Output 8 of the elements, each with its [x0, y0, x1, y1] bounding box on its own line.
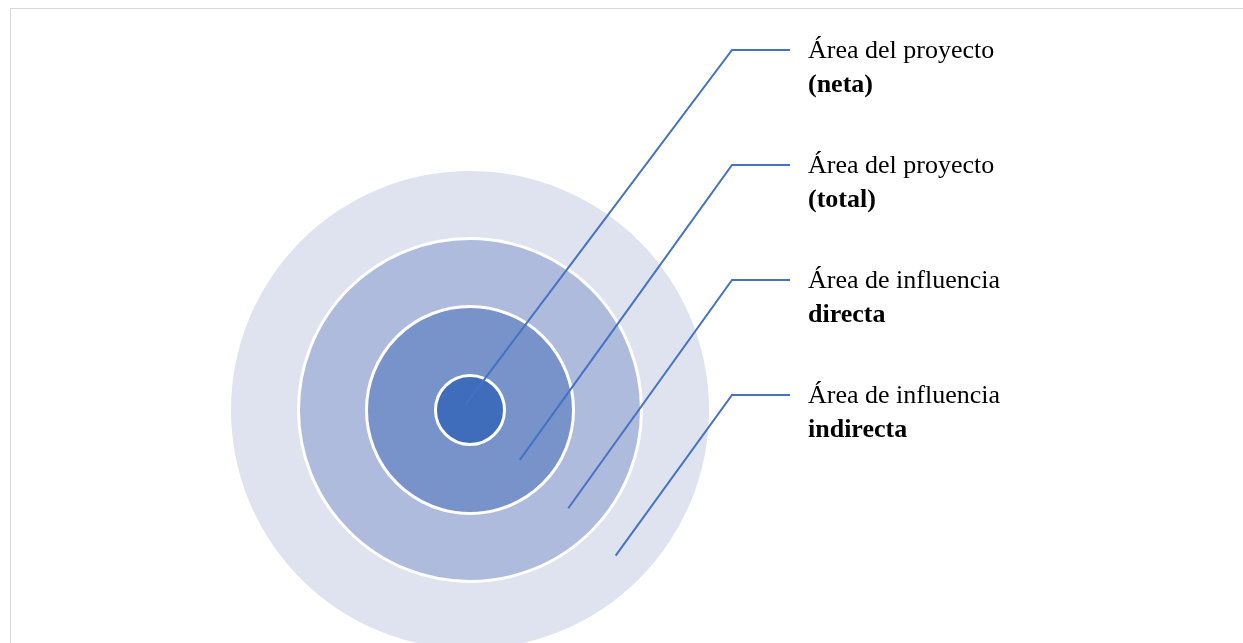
leader-line	[518, 164, 791, 461]
area-label: Área de influencia directa	[808, 263, 1038, 331]
area-label: Área del proyecto (total)	[808, 148, 1038, 216]
leader-line	[614, 394, 791, 557]
area-label: Área del proyecto (neta)	[808, 33, 1038, 101]
leader-line	[464, 49, 791, 407]
leader-line	[567, 279, 791, 510]
area-label: Área de influencia indirecta	[808, 378, 1038, 446]
